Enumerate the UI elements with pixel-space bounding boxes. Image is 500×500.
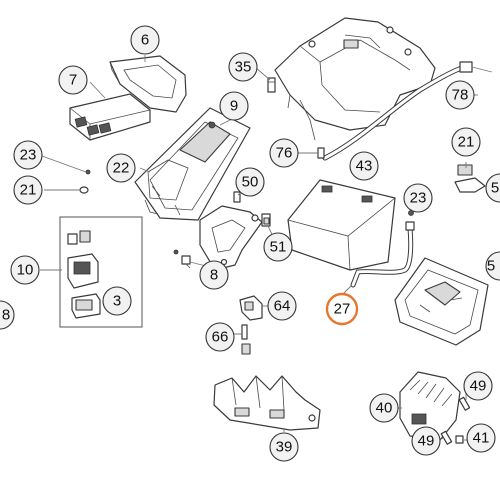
callout-43-label: 43 — [356, 158, 373, 175]
callout-40-label: 40 — [376, 400, 393, 417]
part-21-grommet-right[interactable] — [454, 164, 486, 193]
callout-23-right[interactable]: 23 — [403, 183, 433, 213]
part-76-bolt[interactable] — [317, 147, 325, 159]
part-43-battery[interactable] — [287, 179, 396, 271]
callout-76[interactable]: 76 — [269, 138, 299, 168]
callout-35-label: 35 — [235, 59, 252, 76]
callout-8[interactable]: 8 — [199, 260, 229, 290]
callout-64-label: 64 — [274, 298, 291, 315]
callout-21-right[interactable]: 21 — [451, 127, 481, 157]
callout-43[interactable]: 43 — [349, 151, 379, 181]
part-tray-bracket[interactable] — [274, 17, 436, 141]
callout-23-right-label: 23 — [410, 190, 427, 207]
callout-23-left[interactable]: 23 — [13, 140, 43, 170]
callout-66[interactable]: 66 — [205, 322, 235, 352]
callout-27-highlighted[interactable]: 27 — [325, 292, 359, 326]
part-8-bracket[interactable] — [199, 205, 263, 271]
callout-5-top-label: 5 — [491, 180, 499, 197]
callout-8-label: 8 — [210, 267, 218, 284]
callout-21-left-label: 21 — [20, 182, 37, 199]
part-35-bolt[interactable] — [267, 77, 276, 93]
part-27-cable[interactable] — [350, 221, 415, 288]
part-49-bolt-bottom[interactable] — [440, 430, 453, 445]
part-5-cover-right[interactable] — [394, 257, 489, 346]
callout-50-label: 50 — [242, 174, 259, 191]
part-39-lower-bracket[interactable] — [213, 375, 321, 431]
callout-41[interactable]: 41 — [466, 423, 496, 453]
callout-35[interactable]: 35 — [228, 52, 258, 82]
part-66-screw[interactable] — [241, 324, 251, 355]
part-23-screw-left[interactable] — [85, 169, 91, 175]
callout-49-top-label: 49 — [470, 378, 487, 395]
callout-8-left-edge[interactable]: 8 — [0, 300, 15, 330]
part-6-cover[interactable] — [109, 55, 187, 113]
part-40-regulator[interactable] — [399, 371, 461, 441]
callout-49-bottom-label: 49 — [418, 433, 435, 450]
callout-10-label: 10 — [17, 262, 34, 279]
part-7-ecu[interactable] — [69, 93, 151, 141]
part-49-bolt-top[interactable] — [458, 396, 471, 411]
callout-51[interactable]: 51 — [263, 232, 293, 262]
callout-6-label: 6 — [141, 32, 149, 49]
callout-23-left-label: 23 — [20, 147, 37, 164]
callout-6[interactable]: 6 — [130, 25, 160, 55]
callout-3[interactable]: 3 — [102, 286, 132, 316]
part-22-bag[interactable] — [147, 159, 189, 201]
part-10-relay-group[interactable] — [59, 216, 143, 328]
callout-21-right-label: 21 — [458, 134, 475, 151]
part-9-holder[interactable] — [134, 107, 251, 221]
callout-76-label: 76 — [276, 145, 293, 162]
callout-41-label: 41 — [473, 430, 490, 447]
callout-5-right-label: 5 — [487, 258, 495, 275]
part-21-grommet-left[interactable] — [79, 186, 89, 194]
callout-40[interactable]: 40 — [369, 393, 399, 423]
callout-22[interactable]: 22 — [106, 153, 136, 183]
callout-9[interactable]: 9 — [219, 91, 249, 121]
callout-9-label: 9 — [230, 98, 238, 115]
callout-49-top[interactable]: 49 — [463, 371, 493, 401]
callout-39-label: 39 — [276, 439, 293, 456]
callout-66-label: 66 — [212, 329, 229, 346]
callout-39[interactable]: 39 — [269, 432, 299, 462]
callout-5-right[interactable]: 5 — [485, 251, 500, 281]
part-50-screw[interactable] — [233, 191, 241, 203]
callout-3-label: 3 — [113, 293, 121, 310]
callout-22-label: 22 — [113, 160, 130, 177]
callout-10[interactable]: 10 — [10, 255, 40, 285]
part-51-clip[interactable] — [261, 213, 271, 227]
callout-50[interactable]: 50 — [235, 167, 265, 197]
callout-5-top[interactable]: 5 — [485, 173, 500, 203]
callout-21-left[interactable]: 21 — [13, 175, 43, 205]
callout-7[interactable]: 7 — [58, 65, 88, 95]
part-64-clip[interactable] — [239, 295, 263, 321]
callout-51-label: 51 — [270, 239, 287, 256]
part-41-nut[interactable] — [455, 435, 464, 444]
callout-27-label: 27 — [334, 301, 351, 318]
callout-64[interactable]: 64 — [267, 291, 297, 321]
callout-78-label: 78 — [452, 87, 469, 104]
part-78-cable[interactable] — [322, 61, 493, 161]
part-8-screw-lower[interactable] — [173, 249, 191, 269]
callout-78[interactable]: 78 — [445, 80, 475, 110]
callout-8-left-edge-label: 8 — [2, 307, 10, 324]
callout-7-label: 7 — [69, 72, 77, 89]
callout-49-bottom[interactable]: 49 — [411, 426, 441, 456]
